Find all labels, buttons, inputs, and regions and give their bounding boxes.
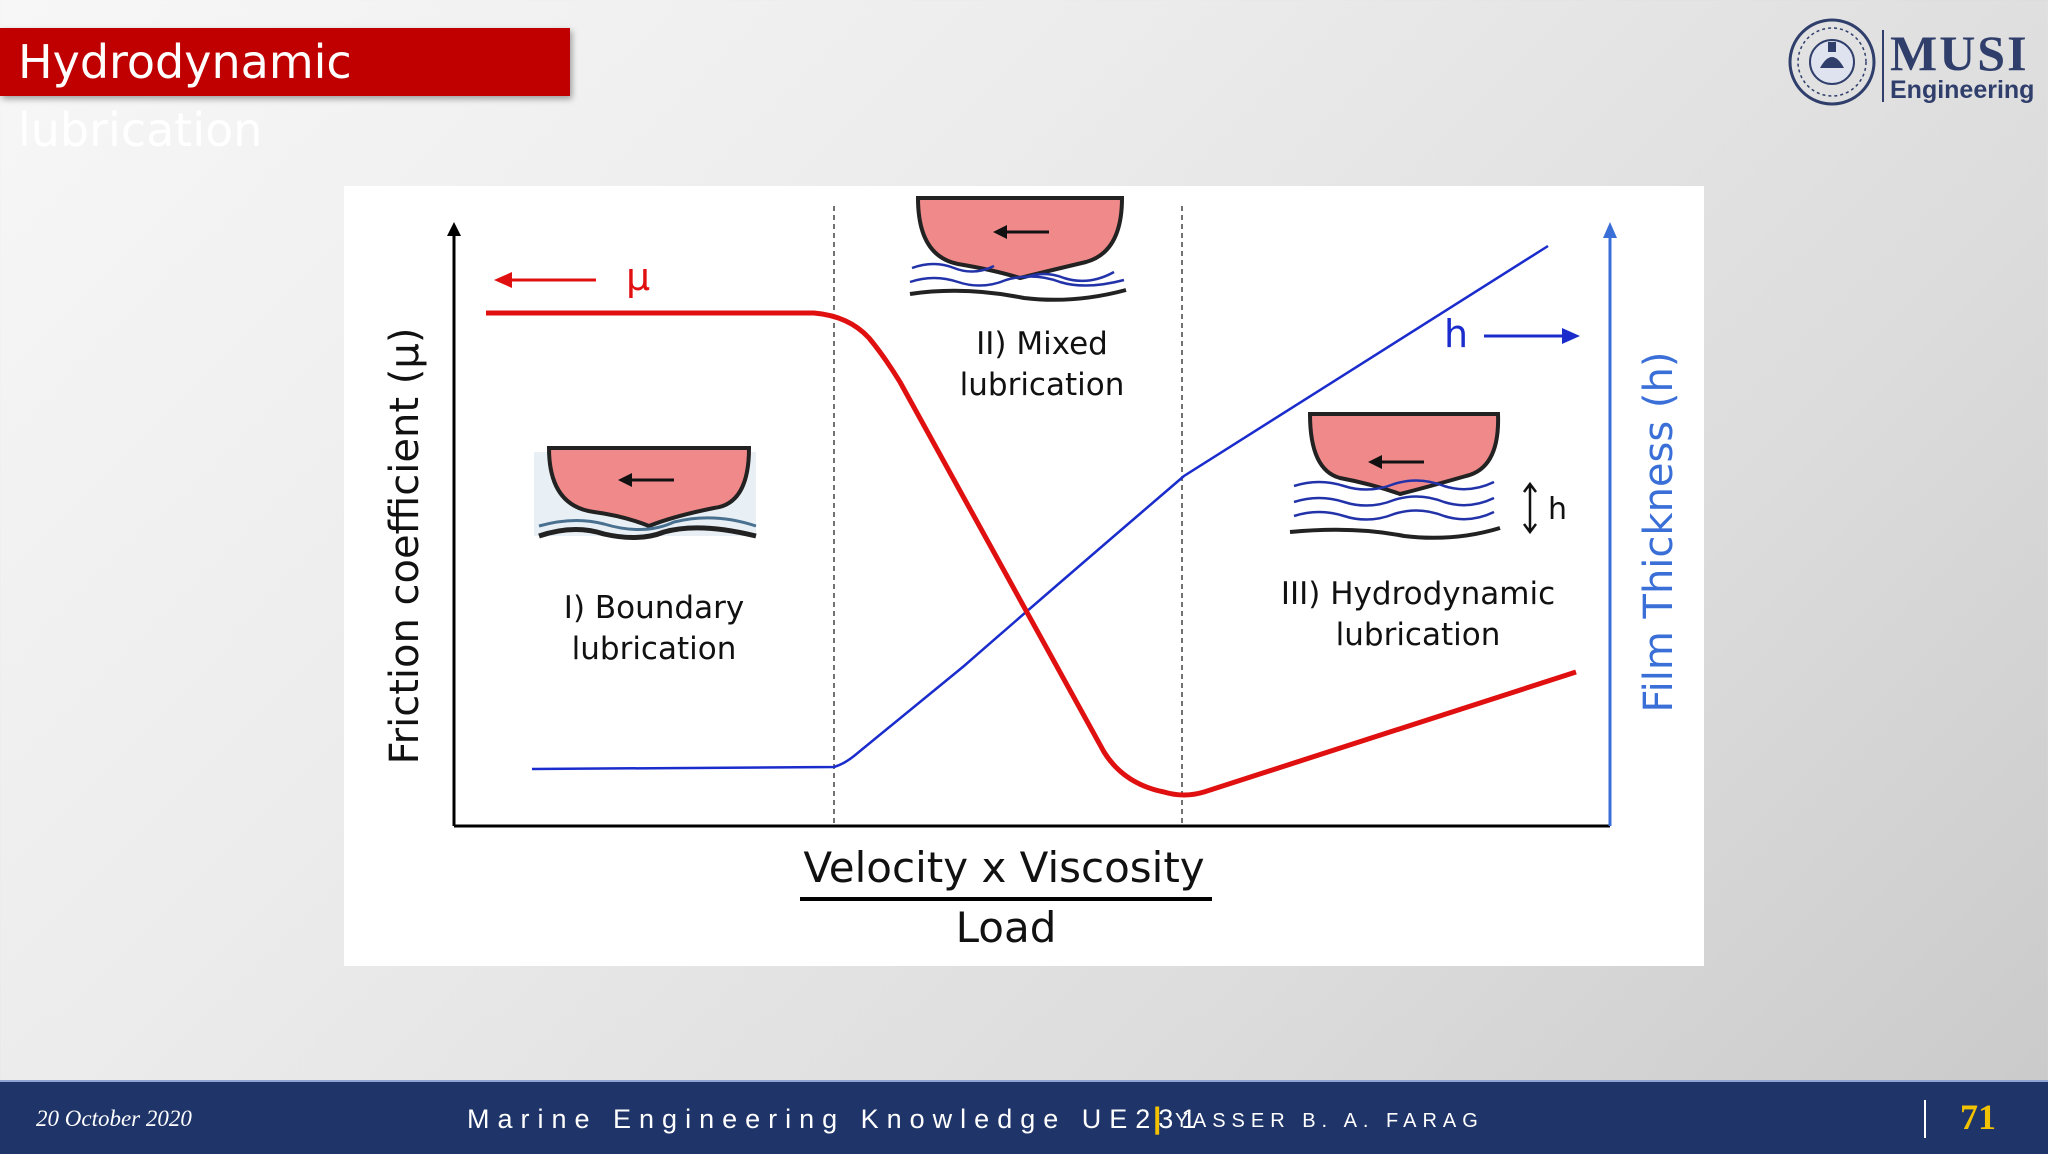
sliding-direction-arrow-icon — [618, 473, 632, 487]
right-axis-arrowhead — [1603, 222, 1617, 238]
logo-divider — [1882, 30, 1884, 102]
film-thickness-curve — [531, 244, 1549, 771]
footer-date: 20 October 2020 — [36, 1106, 192, 1131]
region-2-subtitle: lubrication — [960, 367, 1125, 403]
boundary-contact-illustration — [534, 446, 757, 540]
h-symbol: h — [1444, 312, 1468, 356]
mu-arrow-icon — [494, 272, 512, 288]
logo-name: MUSI — [1890, 25, 2029, 81]
sliding-direction-arrow-icon — [993, 225, 1007, 239]
region-1-title: I) Boundary — [564, 590, 744, 626]
h-arrow-icon — [1562, 328, 1580, 344]
region-1-subtitle: lubrication — [572, 631, 737, 667]
university-emblem-icon — [1788, 18, 1876, 106]
mu-symbol: µ — [626, 255, 650, 299]
film-gap-arrow-icon — [1523, 481, 1537, 535]
footer-divider — [1924, 1100, 1926, 1138]
region-3-title: III) Hydrodynamic — [1281, 576, 1555, 612]
footer-course-title: Marine Engineering Knowledge UE231 — [467, 1104, 1205, 1134]
left-axis-label: Friction coefficient (µ) — [382, 328, 428, 765]
friction-curve — [486, 310, 1577, 798]
right-axis-label: Film Thickness (h) — [1636, 352, 1682, 713]
logo-subtitle: Engineering — [1890, 76, 2035, 104]
lubrication-diagram: µ h Friction coefficient (µ) Film Thickn… — [344, 186, 1704, 966]
region-3-subtitle: lubrication — [1336, 617, 1501, 653]
slide-footer: 20 October 2020 Marine Engineering Knowl… — [0, 1080, 2048, 1154]
region-2-title: II) Mixed — [976, 326, 1108, 362]
sliding-direction-arrow-icon — [1368, 455, 1382, 469]
stribeck-curve: µ h Friction coefficient (µ) Film Thickn… — [382, 196, 1682, 952]
mixed-contact-illustration — [909, 196, 1127, 302]
page-number: 71 — [1960, 1097, 1996, 1137]
footer-separator: | — [1153, 1102, 1162, 1135]
x-axis-label-denominator: Load — [956, 903, 1057, 952]
left-axis-arrowhead — [447, 222, 461, 236]
hydrodynamic-film-illustration — [1289, 412, 1537, 540]
footer-author: YASSER B. A. FARAG — [1175, 1110, 1484, 1132]
film-gap-label: h — [1548, 492, 1567, 527]
slide-title: Hydrodynamic lubrication — [0, 28, 570, 157]
x-axis-label-numerator: Velocity x Viscosity — [803, 843, 1204, 892]
